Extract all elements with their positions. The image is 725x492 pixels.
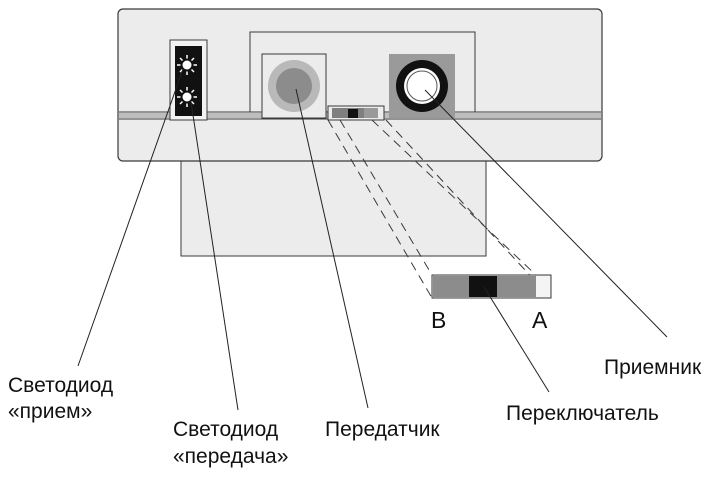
label-transmitter: Передатчик [325,418,440,441]
switch-projection-lines [327,119,552,299]
device-lower-body [180,159,487,257]
leader-led-transmit [190,101,239,411]
label-led-transmit: Светодиод «передача» [173,418,288,468]
switch-small-icon [327,105,385,121]
label-led-receive: Светодиод «прием» [8,374,119,423]
leader-transmitter [295,88,369,409]
led-receive-icon [177,55,197,75]
switch-position-b: B [431,307,446,333]
switch-position-a: A [532,307,548,333]
led-transmit-icon [177,87,197,107]
leader-switch [483,286,550,393]
receiver-icon [389,54,455,118]
led-strip [175,46,202,116]
device-housing [117,8,603,162]
label-receiver: Приемник [604,356,702,379]
leader-receiver [424,89,668,338]
transmitter-icon [261,53,327,119]
leader-lines [77,68,668,411]
switch-icon [431,274,552,299]
leader-led-receive [77,68,184,367]
label-switch: Переключатель [506,402,659,425]
